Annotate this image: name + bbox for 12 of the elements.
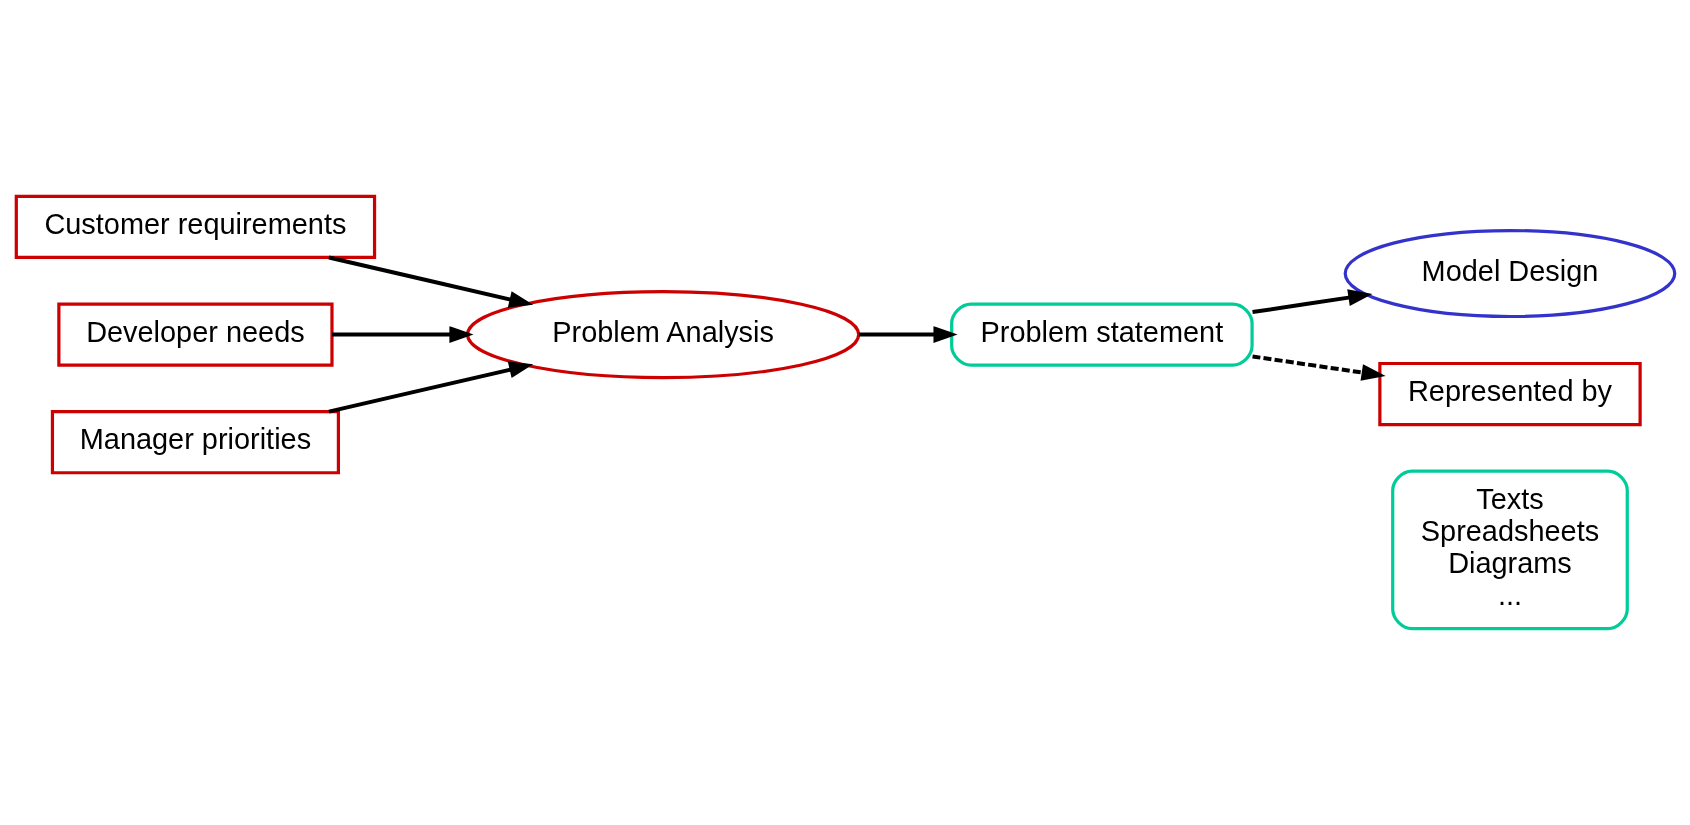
node-box: Developer needs xyxy=(56,302,334,367)
node-box: Problem statement xyxy=(949,302,1254,367)
arrow xyxy=(327,361,533,414)
node-box: Customer requirements xyxy=(14,194,376,260)
arrow xyxy=(1251,289,1372,315)
node-box: Manager priorities xyxy=(50,410,340,475)
arrow xyxy=(331,326,474,344)
arrow xyxy=(858,326,958,344)
node-box: Represented by xyxy=(1377,361,1642,427)
arrow xyxy=(327,255,533,308)
arrow xyxy=(1251,354,1386,381)
node-box: Texts Spreadsheets Diagrams ... xyxy=(1390,469,1629,631)
